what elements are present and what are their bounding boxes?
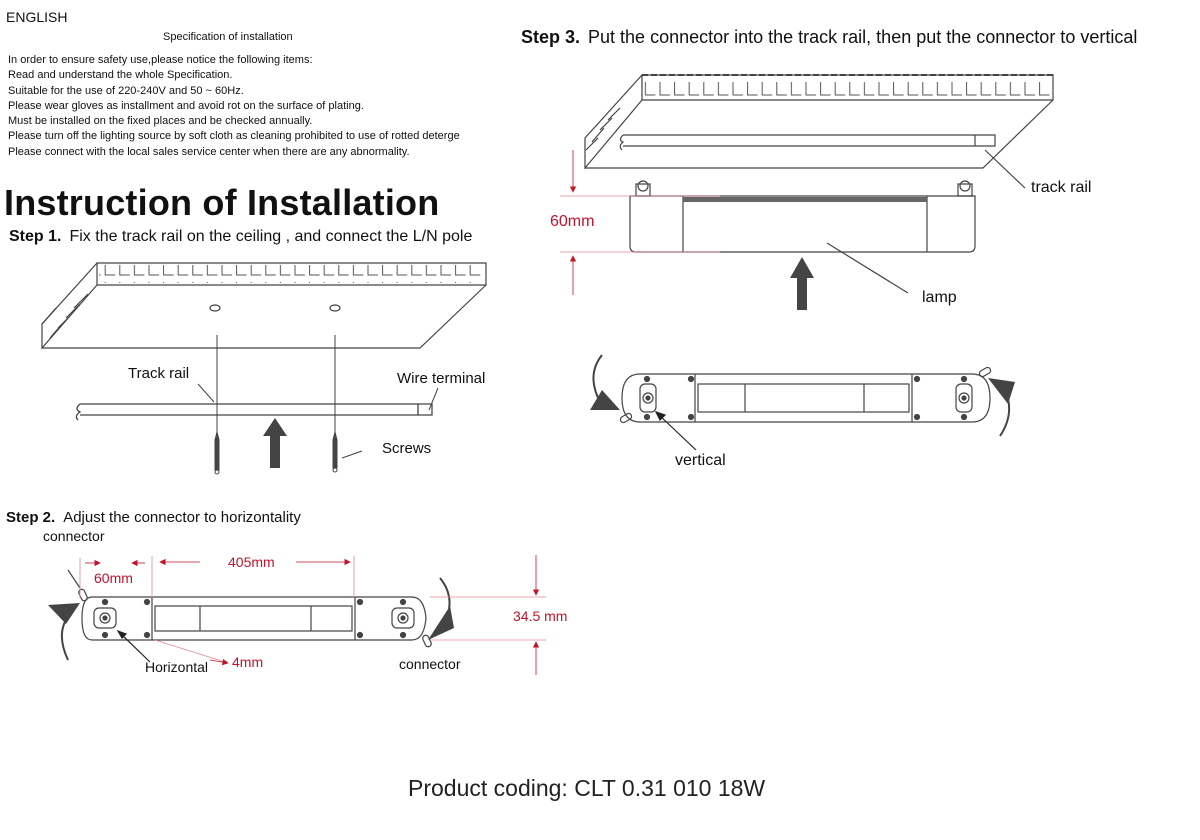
spec-item: Please turn off the lighting source by s… bbox=[8, 130, 460, 143]
spec-item: Please wear gloves as installment and av… bbox=[8, 99, 364, 112]
step3-fixture-vertical bbox=[619, 366, 992, 424]
label-lamp: lamp bbox=[922, 289, 957, 306]
screw-icon bbox=[214, 431, 220, 471]
label-connector-bottom: connector bbox=[399, 656, 461, 672]
step1-ceiling bbox=[41, 262, 487, 350]
spec-item: Suitable for the use of 220-240V and 50 … bbox=[8, 84, 244, 97]
step2-number: Step 2. bbox=[6, 509, 56, 526]
step2-fixture bbox=[67, 569, 432, 648]
step1-track-rail bbox=[75, 403, 433, 421]
spec-title: Specification of installation bbox=[163, 31, 293, 43]
label-track-rail: Track rail bbox=[128, 365, 190, 382]
step1-screw-guides bbox=[216, 335, 336, 440]
step1-screws bbox=[214, 431, 338, 475]
step3-rotate-arrows-icon bbox=[590, 354, 1015, 437]
step3-text: Put the connector into the track rail, t… bbox=[588, 27, 1138, 47]
label-connector-top: connector bbox=[43, 528, 105, 544]
label-track-rail-step3: track rail bbox=[1031, 179, 1092, 196]
step3-up-arrow-icon bbox=[790, 257, 814, 310]
step1-heading: Step 1. Fix the track rail on the ceiling… bbox=[9, 228, 472, 246]
step1-text: Fix the track rail on the ceiling , and … bbox=[69, 228, 473, 245]
step2-text: Adjust the connector to horizontality bbox=[63, 509, 301, 526]
step2-dimension-lines bbox=[79, 555, 546, 675]
dim-60mm: 60mm bbox=[94, 570, 133, 586]
step2-heading: Step 2. Adjust the connector to horizonta… bbox=[6, 509, 301, 526]
spec-item: Read and understand the whole Specificat… bbox=[8, 69, 233, 82]
spec-item: In order to ensure safety use,please not… bbox=[8, 54, 313, 66]
dim-60mm-step3: 60mm bbox=[550, 213, 595, 230]
step2-horizontal-leader bbox=[116, 629, 151, 663]
step3-heading: Step 3. Put the connector into the track … bbox=[521, 27, 1137, 48]
step3-dimension-lines bbox=[560, 150, 720, 295]
label-vertical: vertical bbox=[675, 452, 726, 469]
spec-item: Please connect with the local sales serv… bbox=[8, 145, 410, 158]
main-title: Instruction of Installation bbox=[4, 182, 440, 223]
dim-405mm: 405mm bbox=[228, 554, 275, 570]
step1-up-arrow-icon bbox=[263, 418, 287, 468]
label-screws: Screws bbox=[382, 440, 432, 457]
spec-list: In order to ensure safety use,please not… bbox=[8, 53, 460, 160]
step1-number: Step 1. bbox=[9, 228, 62, 245]
step3-number: Step 3. bbox=[521, 27, 581, 47]
language-label: ENGLISH bbox=[6, 9, 68, 25]
dim-4mm: 4mm bbox=[232, 654, 264, 670]
label-horizontal: Horizontal bbox=[145, 659, 209, 675]
step3-ceiling bbox=[584, 74, 1054, 189]
step2-rotate-arrows-icon bbox=[48, 577, 454, 661]
screw-icon bbox=[332, 431, 338, 469]
product-code: Product coding: CLT 0.31 010 18W bbox=[408, 775, 766, 801]
label-wire-terminal: Wire terminal bbox=[397, 370, 486, 387]
dim-34-5mm: 34.5 mm bbox=[513, 608, 568, 624]
step1-leaders bbox=[197, 383, 439, 459]
step3-vertical-leader bbox=[654, 410, 697, 451]
step3-lamp bbox=[629, 180, 976, 294]
spec-item: Must be installed on the fixed places an… bbox=[8, 115, 313, 128]
